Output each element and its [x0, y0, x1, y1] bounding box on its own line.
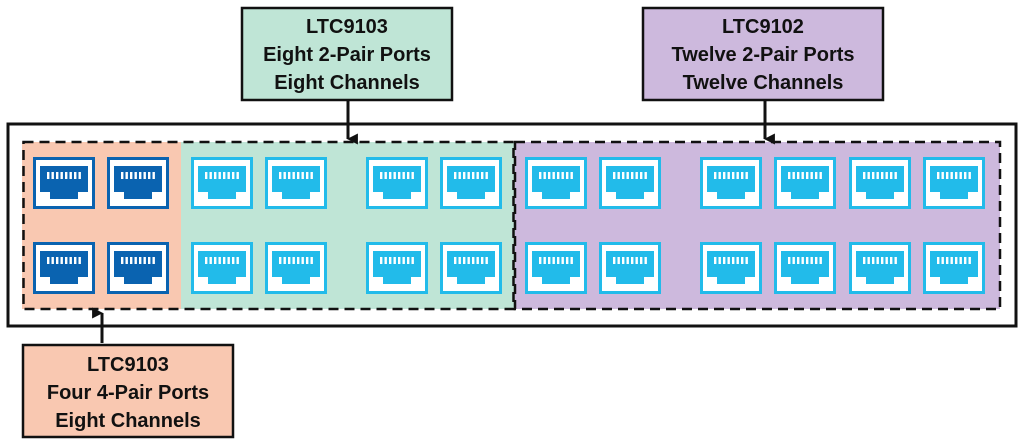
rj45-port-icon [33, 242, 95, 294]
rj45-port-icon [700, 242, 762, 294]
rj45-port-icon [107, 157, 169, 209]
rj45-port-icon [366, 242, 428, 294]
rj45-port-icon [525, 242, 587, 294]
rj45-port-icon [440, 157, 502, 209]
zone-twelve-two-pair-outline [513, 140, 1002, 311]
rj45-port-icon [599, 242, 661, 294]
zone-four-pair-outline [22, 140, 515, 311]
callout-ltc9102-line1: LTC9102 [722, 16, 804, 38]
callout-ltc9102-line2: Twelve 2-Pair Ports [671, 44, 854, 66]
rj45-port-icon [774, 242, 836, 294]
rj45-port-icon [849, 242, 911, 294]
callout-ltc9103-4pair-line1: LTC9103 [87, 354, 169, 376]
rj45-port-icon [265, 157, 327, 209]
rj45-port-icon [265, 242, 327, 294]
callout-ltc9103-4pair: LTC9103 Four 4-Pair Ports Eight Channels [21, 343, 235, 439]
rj45-port-icon [700, 157, 762, 209]
rj45-port-icon [107, 242, 169, 294]
callout-ltc9103-2pair-line1: LTC9103 [306, 16, 388, 38]
rj45-port-icon [774, 157, 836, 209]
callout-ltc9102: LTC9102 Twelve 2-Pair Ports Twelve Chann… [641, 6, 885, 102]
rj45-port-icon [525, 157, 587, 209]
rj45-port-icon [923, 242, 985, 294]
callout-ltc9103-2pair-line3: Eight Channels [274, 72, 420, 94]
callout-ltc9103-2pair: LTC9103 Eight 2-Pair Ports Eight Channel… [240, 6, 454, 102]
rj45-port-icon [849, 157, 911, 209]
callout-ltc9103-2pair-line2: Eight 2-Pair Ports [263, 44, 431, 66]
rj45-port-icon [33, 157, 95, 209]
callout-ltc9103-4pair-line3: Eight Channels [55, 410, 201, 432]
rj45-port-icon [923, 157, 985, 209]
rj45-port-icon [366, 157, 428, 209]
rj45-port-icon [191, 242, 253, 294]
rj45-port-icon [599, 157, 661, 209]
callout-ltc9103-4pair-line2: Four 4-Pair Ports [47, 382, 209, 404]
rj45-port-icon [440, 242, 502, 294]
callout-ltc9102-line3: Twelve Channels [683, 72, 844, 94]
rj45-port-icon [191, 157, 253, 209]
